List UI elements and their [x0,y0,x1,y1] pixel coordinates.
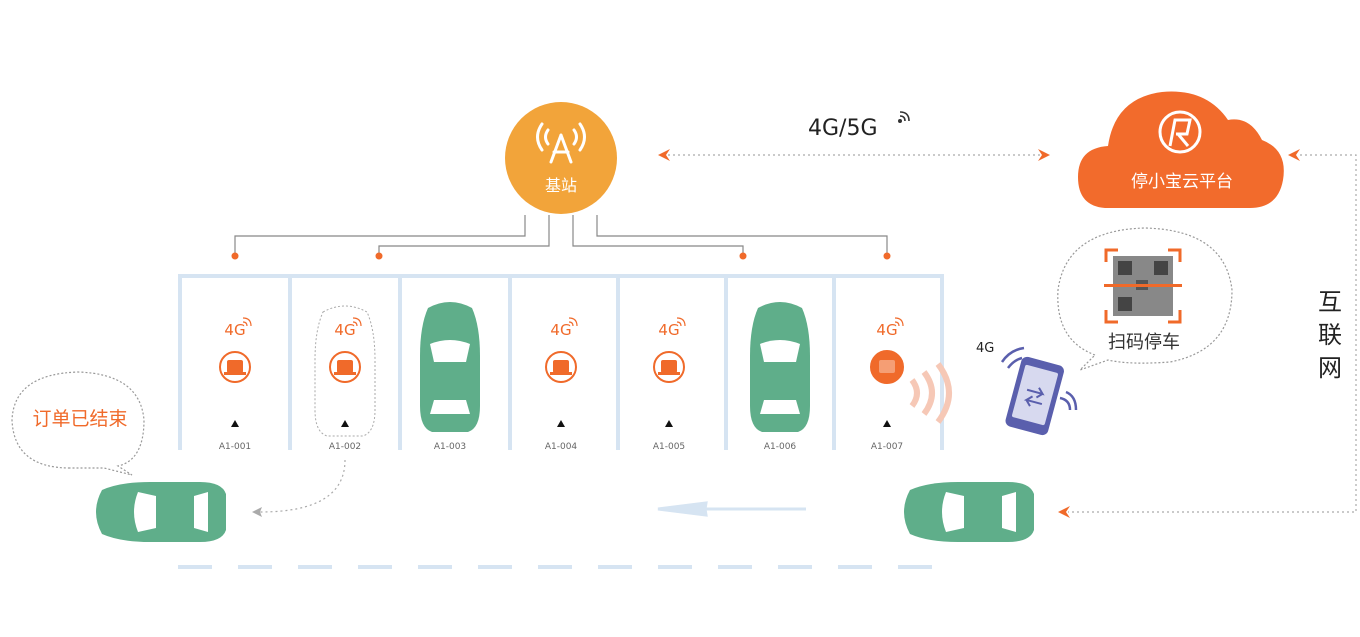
order-bubble [11,371,145,476]
slot-signal-icons [242,317,904,327]
arrow-left-icon [252,507,262,517]
sensor-slot-5 [653,351,685,383]
slot-4-signal: 4G [550,321,572,339]
exiting-car [96,482,226,542]
scan-label: 扫码停车 [1108,332,1180,353]
cloud-platform [1078,91,1284,208]
slot-5-id: A1-005 [652,442,686,452]
network-label: 4G/5G [808,116,878,141]
entering-car [904,482,1034,542]
wifi-signal-icon [897,111,910,124]
sensor-slot-4 [545,351,577,383]
slot-2-signal: 4G [334,321,356,339]
platform-logo-icon [1158,110,1202,154]
sensor-slot-7 [870,350,904,384]
direction-arrow-icon [657,501,806,517]
internet-link [1068,154,1357,513]
parked-car-slot-3 [420,302,480,432]
slot-6-id: A1-006 [763,442,797,452]
slot-5-signal: 4G [658,321,680,339]
antenna-tower-icon [536,122,586,164]
base-station-label: 基站 [544,176,577,195]
arrow-left-icon [658,149,670,161]
arrow-left-icon [1058,506,1070,518]
parking-lot [178,274,944,450]
slot-3-id: A1-003 [433,442,467,452]
slot-4-id: A1-004 [544,442,578,452]
base-station [505,102,617,214]
cloud-platform-label: 停小宝云平台 [1131,172,1233,192]
connector-dots [231,252,891,260]
order-status-label: 订单已结束 [32,408,128,430]
qr-code-icon [1104,248,1182,324]
slot-markers [231,420,891,427]
slot-2-id: A1-002 [328,442,362,452]
sensor-slot-1 [219,351,251,383]
internet-label: 互联网 [1318,288,1342,382]
slot-7-signal: 4G [876,321,898,339]
station-connectors [234,215,888,255]
phone-signal-label: 4G [976,341,995,356]
arrow-right-icon [1038,149,1050,161]
slot-7-id: A1-007 [870,442,904,452]
slot-1-signal: 4G [224,321,246,339]
parked-car-slot-6 [750,302,810,432]
sensor-slot-2 [329,351,361,383]
leaving-path [259,459,346,513]
slot-1-id: A1-001 [218,442,252,452]
sensor-waves-icon [909,362,952,424]
nfc-waves-icon [1000,346,1078,411]
arrow-left-icon [1288,149,1300,161]
phone-nfc-icon [1005,356,1064,436]
